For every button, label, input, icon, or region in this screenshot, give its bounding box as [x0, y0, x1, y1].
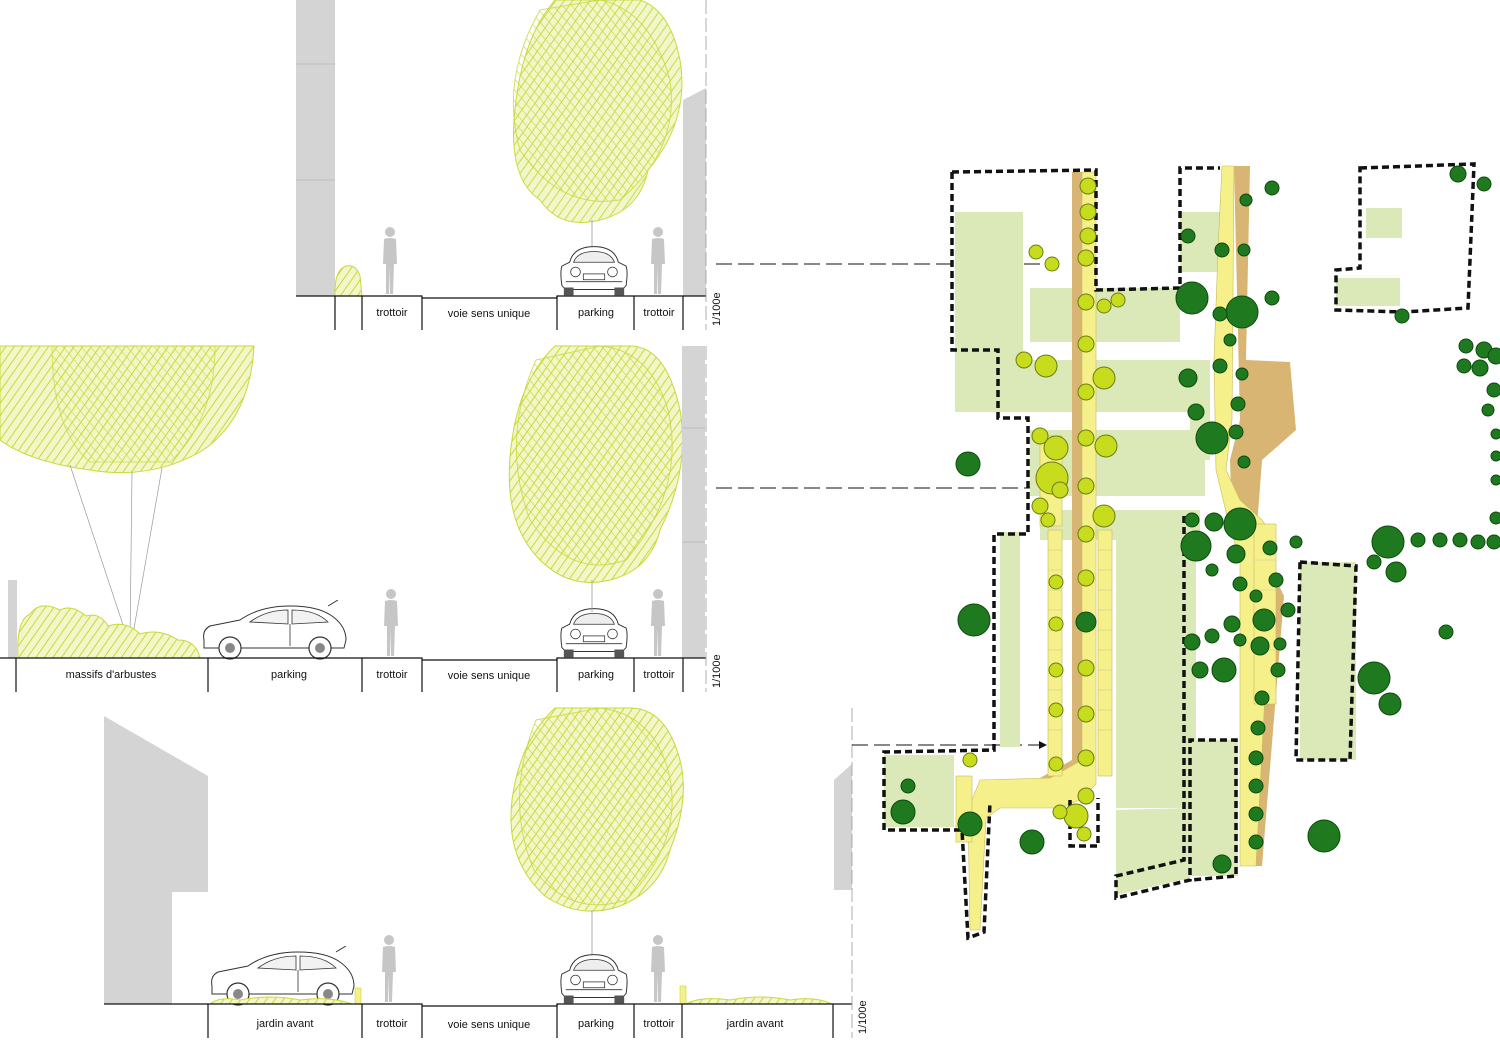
- shrub-massif: [17, 605, 201, 659]
- trees-light: [962, 177, 1126, 842]
- section-3-label-2: voie sens unique: [448, 1019, 531, 1031]
- parked-car-front: [560, 608, 628, 658]
- section-1-label-0: trottoir: [376, 307, 408, 319]
- building-right: [682, 346, 705, 658]
- section-1-label-1: voie sens unique: [448, 308, 531, 320]
- section-2-label-4: parking: [578, 669, 614, 681]
- section-3-label-3: parking: [578, 1018, 614, 1030]
- large-tree-canopy: [0, 345, 255, 641]
- section-3-label-4: trottoir: [643, 1018, 675, 1030]
- pedestrian: [651, 935, 665, 1002]
- building-left: [296, 0, 335, 296]
- section-1-scale: 1/100e: [711, 292, 723, 326]
- section-3-label-5: jardin avant: [726, 1018, 784, 1030]
- parked-car-side: [203, 600, 347, 660]
- pedestrian: [382, 935, 396, 1002]
- parked-car-side: [211, 946, 355, 1006]
- section-1: trottoir voie sens unique parking trotto…: [296, 0, 723, 330]
- section-3-scale: 1/100e: [857, 1000, 869, 1034]
- house-left: [104, 716, 208, 1004]
- section-2-label-5: trottoir: [643, 669, 675, 681]
- section-2-label-2: trottoir: [376, 669, 408, 681]
- tree-canopy: [510, 707, 684, 956]
- section-2-scale: 1/100e: [711, 654, 723, 688]
- house-right: [834, 764, 852, 890]
- section-1-label-2: parking: [578, 307, 614, 319]
- section-3-label-0: jardin avant: [256, 1018, 314, 1030]
- section-3: jardin avant trottoir voie sens unique p…: [104, 707, 869, 1038]
- tree-canopy: [508, 345, 683, 612]
- trees-dark: [890, 165, 1500, 874]
- section-2: massifs d'arbustes parking trottoir voie…: [0, 345, 723, 692]
- section-2-label-1: parking: [271, 669, 307, 681]
- site-plan: [882, 162, 1500, 941]
- section-3-label-1: trottoir: [376, 1018, 408, 1030]
- ground-line: [104, 1003, 852, 1038]
- low-hedge: [684, 996, 833, 1005]
- pedestrian: [651, 227, 665, 294]
- section-2-label-3: voie sens unique: [448, 670, 531, 682]
- low-hedge: [208, 996, 353, 1005]
- pedestrian: [384, 589, 398, 656]
- tree-canopy: [512, 0, 683, 250]
- ground-line: [296, 295, 706, 330]
- section-2-label-0: massifs d'arbustes: [66, 669, 157, 681]
- pedestrian: [383, 227, 397, 294]
- parked-car-front: [560, 246, 628, 296]
- building-right: [683, 88, 706, 296]
- section-1-label-3: trottoir: [643, 307, 675, 319]
- parked-car-front: [560, 954, 628, 1004]
- hedge: [334, 265, 363, 297]
- pedestrian: [651, 589, 665, 656]
- ground-line: [0, 657, 706, 692]
